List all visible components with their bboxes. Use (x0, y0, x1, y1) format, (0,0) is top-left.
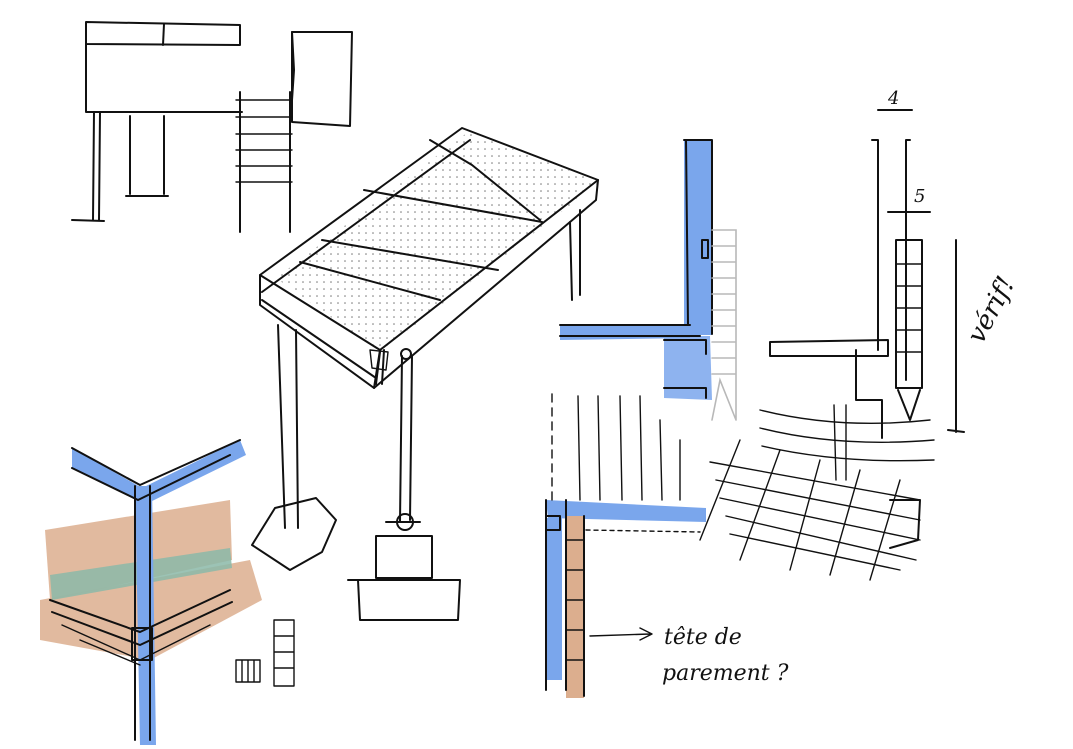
facing-head-note-line2: parement ? (662, 661, 789, 686)
dimension-label-5: 5 (914, 186, 925, 207)
corner-detail (40, 439, 262, 745)
dimension-section (769, 109, 965, 481)
floor-grid (699, 409, 935, 581)
lower-wall-section (545, 393, 706, 698)
dimension-label-4: 4 (887, 88, 899, 109)
arrow-icon (589, 627, 653, 641)
canopy-axonometric (251, 127, 600, 621)
facing-head-note-line1: tête de (664, 625, 742, 650)
small-blocks (235, 619, 295, 687)
wall-section-blue (559, 139, 737, 421)
elevation-sketch (71, 21, 353, 233)
verification-note: vérif! (962, 272, 1022, 349)
